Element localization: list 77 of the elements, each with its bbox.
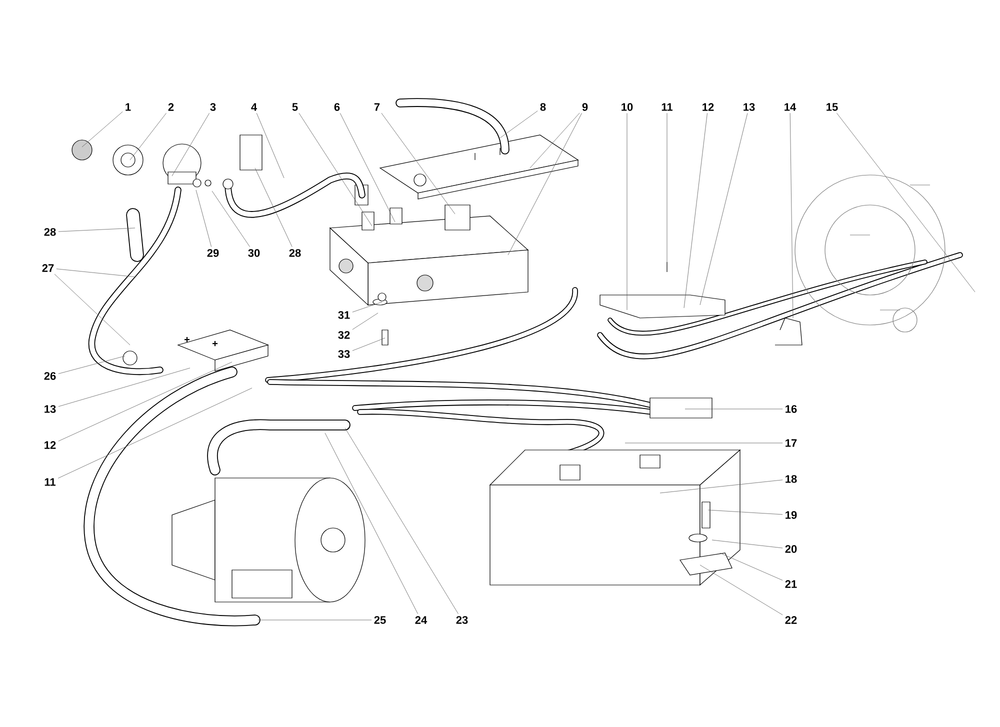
- callout-number: 8: [540, 103, 546, 111]
- leader-line: [700, 113, 748, 306]
- callout-number: 28: [289, 249, 301, 257]
- callout-number: 7: [374, 103, 380, 111]
- leader-line: [58, 368, 190, 407]
- plus-sign: +: [212, 341, 218, 346]
- leader-line: [624, 442, 783, 444]
- callout-number: 31: [338, 311, 350, 319]
- callout-number: 15: [826, 103, 838, 111]
- callout-number: 28: [44, 228, 56, 236]
- callout-number: 16: [786, 405, 797, 413]
- callout-number: 5: [292, 103, 298, 111]
- plus-sign: +: [184, 337, 190, 342]
- leader-line: [530, 112, 580, 168]
- leader-line: [836, 112, 976, 292]
- callout-number: 6: [334, 103, 340, 111]
- leader-line: [82, 111, 123, 148]
- leader-line: [720, 552, 783, 581]
- leader-line: [660, 480, 783, 494]
- leader-line: [212, 190, 250, 247]
- leader-line: [172, 113, 210, 176]
- callout-number: 23: [456, 616, 468, 624]
- callout-number: 11: [44, 478, 56, 486]
- leader-line: [56, 268, 136, 278]
- callout-number: 12: [44, 441, 56, 449]
- callout-number: 18: [786, 475, 797, 483]
- callout-number: 32: [338, 331, 350, 339]
- callout-number: 19: [786, 511, 797, 519]
- callout-number: 11: [662, 103, 672, 111]
- callout-number: 3: [210, 103, 216, 111]
- leader-line: [381, 112, 456, 214]
- leader-line: [256, 112, 284, 178]
- callout-number: 14: [784, 103, 796, 111]
- leader-line: [58, 362, 232, 442]
- leader-line: [712, 540, 783, 548]
- leader-line: [708, 510, 783, 515]
- leader-line: [298, 112, 372, 226]
- leader-line: [500, 110, 538, 138]
- callout-number: 4: [251, 103, 257, 111]
- leader-line: [352, 312, 378, 330]
- leader-line: [344, 428, 458, 614]
- leader-line: [196, 190, 212, 247]
- leader-line: [684, 112, 708, 308]
- callout-number: 21: [785, 580, 797, 588]
- callout-number: 20: [785, 545, 797, 553]
- leader-line: [340, 113, 396, 222]
- callout-number: 30: [248, 249, 260, 257]
- callout-number: 27: [42, 264, 54, 272]
- leader-line: [684, 408, 783, 410]
- leader-line: [790, 112, 794, 318]
- callout-number: 1: [126, 103, 131, 111]
- leader-line: [58, 228, 136, 232]
- leader-line: [130, 112, 166, 160]
- leader-line: [58, 388, 252, 478]
- callout-number: 33: [338, 350, 350, 358]
- leader-line: [626, 113, 628, 310]
- leader-line: [324, 432, 418, 614]
- leader-line: [666, 112, 668, 262]
- callout-number: 13: [744, 103, 755, 111]
- callout-number: 10: [622, 103, 633, 111]
- callout-number: 29: [207, 249, 219, 257]
- leader-line: [352, 302, 382, 312]
- callout-number: 13: [44, 405, 56, 413]
- callout-number: 17: [786, 439, 797, 447]
- leader-line: [508, 113, 582, 256]
- leader-line: [58, 356, 126, 374]
- callout-number: 25: [374, 616, 386, 624]
- callout-number: 26: [44, 372, 56, 380]
- leader-line: [54, 274, 130, 346]
- callout-number: 22: [785, 616, 797, 624]
- callout-number: 24: [415, 616, 428, 624]
- callout-number: 2: [168, 103, 174, 111]
- callout-number: 9: [582, 103, 588, 111]
- leader-line: [254, 168, 292, 247]
- leader-line: [700, 564, 783, 616]
- callout-number: 12: [702, 103, 714, 111]
- leader-line: [352, 338, 386, 351]
